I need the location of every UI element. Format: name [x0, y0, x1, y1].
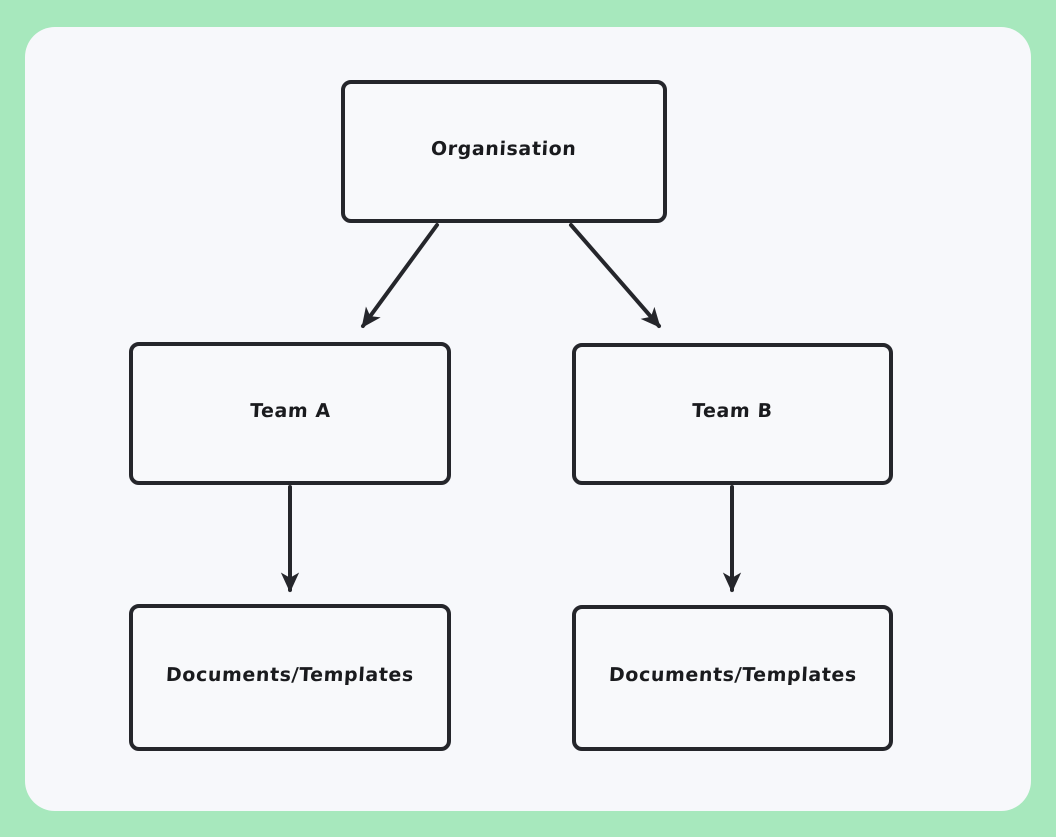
- node-organisation[interactable]: Organisation: [341, 80, 667, 223]
- node-documents-templates-a[interactable]: Documents/Templates: [129, 604, 451, 751]
- node-team-b[interactable]: Team B: [572, 343, 893, 485]
- node-documents-templates-b-label: Documents/Templates: [607, 664, 858, 686]
- edge-organisation-to-team-a: [361, 223, 439, 329]
- node-team-b-label: Team B: [691, 400, 774, 422]
- node-team-a-label: Team A: [248, 399, 332, 422]
- node-documents-templates-a-label: Documents/Templates: [165, 663, 415, 686]
- node-organisation-label: Organisation: [430, 137, 578, 160]
- node-team-a[interactable]: Team A: [129, 342, 451, 485]
- node-documents-templates-b[interactable]: Documents/Templates: [572, 605, 893, 751]
- edge-organisation-to-team-b: [569, 223, 661, 328]
